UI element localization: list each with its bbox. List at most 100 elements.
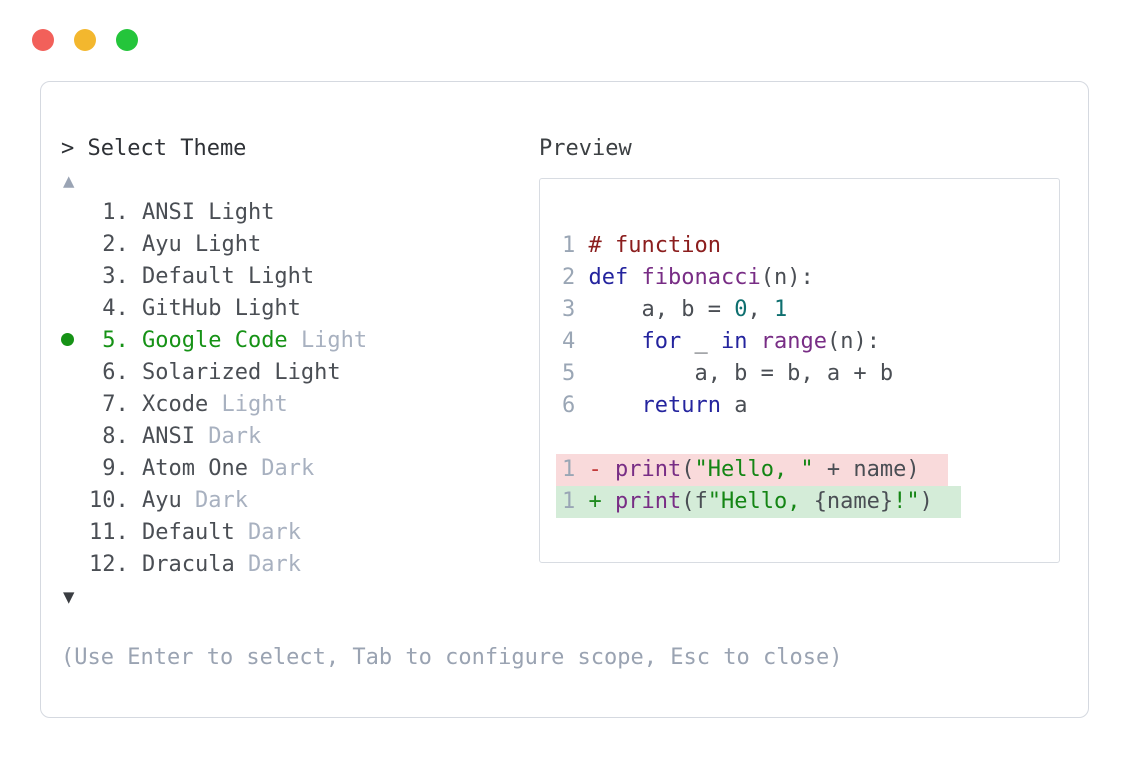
code-token: {name} bbox=[813, 489, 894, 514]
theme-number: 8. bbox=[102, 424, 129, 449]
code-token bbox=[747, 329, 760, 354]
theme-list-item[interactable]: 10. Ayu Dark bbox=[61, 485, 367, 517]
diff-line-removed: 1 - print("Hello, " + name) bbox=[556, 454, 1059, 486]
code-token: for bbox=[641, 329, 682, 354]
diff-lines: 1 - print("Hello, " + name)1 + print(f"H… bbox=[556, 454, 1059, 518]
scroll-up-icon[interactable]: ▲ bbox=[63, 170, 75, 192]
code-line: 1 # function bbox=[562, 230, 1059, 262]
theme-name: ANSI Light bbox=[141, 200, 275, 225]
theme-list-item[interactable]: 11. Default Dark bbox=[61, 517, 367, 549]
keyboard-hint: (Use Enter to select, Tab to configure s… bbox=[61, 645, 843, 670]
code-token: , bbox=[747, 297, 774, 322]
theme-name: Default bbox=[141, 520, 235, 545]
code-token bbox=[588, 393, 641, 418]
theme-variant: Dark bbox=[247, 552, 301, 577]
code-token: !" bbox=[893, 489, 920, 514]
code-line: 4 for _ in range(n): bbox=[562, 326, 1059, 358]
theme-list-item[interactable]: 9. Atom One Dark bbox=[61, 453, 367, 485]
theme-list-item[interactable]: 8. ANSI Dark bbox=[61, 421, 367, 453]
theme-variant: Light bbox=[300, 328, 368, 353]
theme-list-item[interactable]: 4. GitHub Light bbox=[61, 293, 367, 325]
theme-name: GitHub Light bbox=[141, 296, 301, 321]
theme-name: Ayu bbox=[141, 488, 182, 513]
code-token: a, b = bbox=[588, 297, 735, 322]
theme-number: 7. bbox=[102, 392, 129, 417]
code-token: print bbox=[614, 489, 682, 514]
code-token: def bbox=[588, 265, 629, 290]
theme-name: Atom One bbox=[141, 456, 248, 481]
diff-line-added: 1 + print(f"Hello, {name}!") bbox=[556, 486, 1059, 518]
theme-name: ANSI bbox=[141, 424, 195, 449]
theme-number: 1. bbox=[102, 200, 129, 225]
theme-list-item[interactable]: 7. Xcode Light bbox=[61, 389, 367, 421]
diff-highlight: 1 - print("Hello, " + name) bbox=[556, 454, 948, 486]
code-token: ) bbox=[919, 489, 933, 514]
theme-variant: Dark bbox=[194, 488, 248, 513]
code-token: # function bbox=[588, 233, 721, 258]
code-token: (f bbox=[681, 489, 708, 514]
theme-name: Default Light bbox=[141, 264, 315, 289]
line-number: 6 bbox=[562, 393, 576, 418]
code-line: 3 a, b = 0, 1 bbox=[562, 294, 1059, 326]
line-number: 2 bbox=[562, 265, 576, 290]
line-number: 1 bbox=[562, 233, 576, 258]
diff-highlight: 1 + print(f"Hello, {name}!") bbox=[556, 486, 961, 518]
theme-list-item[interactable]: 3. Default Light bbox=[61, 261, 367, 293]
code-token: ( bbox=[681, 457, 695, 482]
theme-number: 9. bbox=[102, 456, 129, 481]
theme-list-item[interactable]: 6. Solarized Light bbox=[61, 357, 367, 389]
line-number: 1 bbox=[562, 457, 576, 482]
theme-number: 3. bbox=[102, 264, 129, 289]
window-controls bbox=[32, 29, 138, 51]
line-number: 3 bbox=[562, 297, 576, 322]
code-token: a bbox=[720, 393, 748, 418]
preview-label: Preview bbox=[539, 136, 632, 161]
code-token bbox=[588, 329, 641, 354]
code-token: 0 bbox=[734, 297, 748, 322]
theme-name: Xcode bbox=[141, 392, 209, 417]
theme-number: 11. bbox=[89, 520, 129, 545]
code-token: 1 bbox=[773, 297, 788, 322]
code-token: a, b = b, a + b bbox=[588, 361, 894, 386]
theme-number: 5. bbox=[102, 328, 129, 353]
minimize-window-icon[interactable] bbox=[74, 29, 96, 51]
theme-number: 4. bbox=[102, 296, 129, 321]
code-token: in bbox=[720, 329, 748, 354]
selected-bullet-icon bbox=[61, 325, 89, 357]
code-token: range bbox=[760, 329, 827, 354]
theme-list-item[interactable]: 2. Ayu Light bbox=[61, 229, 367, 261]
code-token: + bbox=[588, 489, 615, 514]
code-line: 2 def fibonacci(n): bbox=[562, 262, 1059, 294]
theme-variant: Light bbox=[221, 392, 288, 417]
code-token: (n): bbox=[826, 329, 880, 354]
theme-list-item[interactable]: 1. ANSI Light bbox=[61, 197, 367, 229]
code-token: _ bbox=[681, 329, 721, 354]
code-line: 6 return a bbox=[562, 390, 1059, 422]
code-token: (n): bbox=[760, 265, 814, 290]
theme-name: Dracula bbox=[141, 552, 235, 577]
theme-variant: Dark bbox=[261, 456, 315, 481]
code-token: + name) bbox=[813, 457, 920, 482]
select-theme-prompt: > Select Theme bbox=[61, 136, 247, 161]
code-token: - bbox=[588, 457, 615, 482]
theme-list-item[interactable]: 5. Google Code Light bbox=[61, 325, 367, 357]
blank-line bbox=[562, 422, 1059, 454]
theme-number: 12. bbox=[89, 552, 129, 577]
theme-name: Solarized Light bbox=[141, 360, 341, 385]
code-token: "Hello, " bbox=[694, 457, 814, 482]
code-token: return bbox=[641, 393, 721, 418]
maximize-window-icon[interactable] bbox=[116, 29, 138, 51]
code-token: fibonacci bbox=[641, 265, 761, 290]
close-window-icon[interactable] bbox=[32, 29, 54, 51]
code-token bbox=[628, 265, 641, 290]
line-number: 5 bbox=[562, 361, 576, 386]
theme-list-item[interactable]: 12. Dracula Dark bbox=[61, 549, 367, 581]
scroll-down-icon[interactable]: ▼ bbox=[63, 586, 75, 608]
theme-name: Google Code bbox=[141, 328, 288, 353]
theme-name: Ayu Light bbox=[141, 232, 262, 257]
